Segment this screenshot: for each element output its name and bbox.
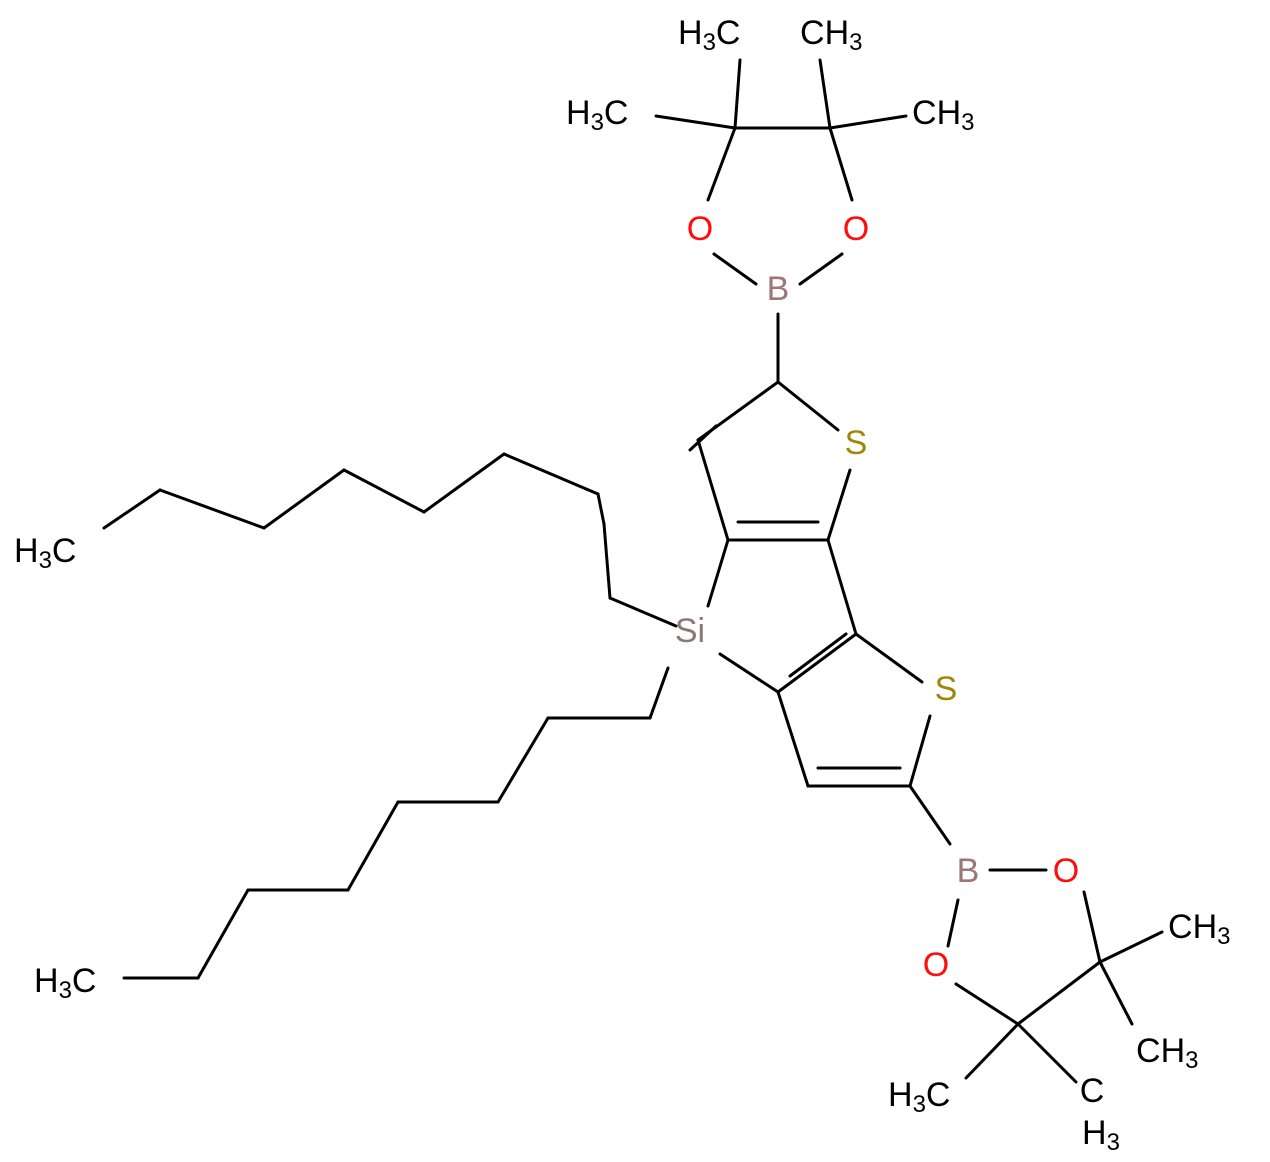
bond-2 xyxy=(654,114,737,130)
bond-27 xyxy=(908,784,952,846)
atom-methyl-bottom-right-lower: CH3 xyxy=(1136,1032,1198,1074)
bond-30 xyxy=(954,982,1020,1026)
bond-7 xyxy=(712,252,758,286)
atom-methyl-bottom-right-upper: CH3 xyxy=(1168,908,1230,950)
bond-8 xyxy=(798,252,844,286)
bond-16 xyxy=(826,468,852,542)
bond-layer xyxy=(102,58,1164,1084)
bond-22 xyxy=(854,632,924,684)
bond-5 xyxy=(706,126,737,202)
bond-43 xyxy=(262,468,346,530)
bond-39 xyxy=(596,492,606,526)
bond-26 xyxy=(908,714,932,788)
atom-sulfur-top: S xyxy=(845,424,868,462)
bond-10 xyxy=(776,380,840,432)
bond-44 xyxy=(158,488,266,530)
bond-18 xyxy=(706,538,730,608)
bond-37 xyxy=(608,596,678,628)
bond-34 xyxy=(1098,960,1134,1026)
atom-silicon: Si xyxy=(675,612,705,650)
bond-45 xyxy=(102,488,162,530)
bond-41 xyxy=(422,452,506,514)
bond-23 xyxy=(776,690,810,788)
bond-1 xyxy=(818,58,832,130)
bond-20 xyxy=(776,632,858,694)
bond-32 xyxy=(1016,960,1102,1026)
bond-17 xyxy=(826,538,858,636)
bond-29 xyxy=(946,898,960,948)
bond-36 xyxy=(1016,1022,1078,1084)
bond-19 xyxy=(718,652,780,694)
bond-33 xyxy=(1098,930,1164,964)
atom-methyl-top-upper-left: H3C xyxy=(678,14,740,56)
bond-52 xyxy=(196,888,250,980)
atom-methyl-top-upper-right: CH3 xyxy=(800,14,862,56)
atom-boron-top: B xyxy=(767,270,790,308)
bond-46 xyxy=(648,666,670,720)
bond-21 xyxy=(788,632,848,678)
bond-6 xyxy=(828,126,854,202)
bond-48 xyxy=(496,716,550,804)
atom-methyl-bottom-vertical: C xyxy=(1080,1072,1105,1110)
bond-31 xyxy=(1082,890,1102,964)
atom-methyl-top-lower-right: CH3 xyxy=(912,94,974,136)
atom-sulfur-bottom: S xyxy=(935,670,958,708)
bond-12 xyxy=(688,424,718,452)
atom-oxygen-bottom-right: O xyxy=(1053,852,1079,890)
bond-35 xyxy=(964,1022,1020,1080)
atom-methyl-bottom-vertical-h3: H3 xyxy=(1082,1114,1120,1156)
atom-methyl-bottom-left: H3C xyxy=(888,1076,950,1118)
atom-methyl-top-lower-left: H3C xyxy=(566,94,628,136)
bond-50 xyxy=(346,800,400,892)
bond-0 xyxy=(733,58,742,130)
atom-octyl-upper-terminal-methyl: H3C xyxy=(14,532,76,574)
bond-3 xyxy=(828,114,908,130)
atom-octyl-lower-terminal-methyl: H3C xyxy=(34,962,96,1004)
atom-oxygen-top-left: O xyxy=(687,210,713,248)
bond-40 xyxy=(502,452,600,496)
bond-38 xyxy=(602,522,612,600)
bond-42 xyxy=(342,468,426,514)
bond-13 xyxy=(696,438,730,542)
atom-oxygen-top-right: O xyxy=(843,210,869,248)
atom-boron-bottom: B xyxy=(957,852,980,890)
atom-oxygen-bottom-left: O xyxy=(923,946,949,984)
